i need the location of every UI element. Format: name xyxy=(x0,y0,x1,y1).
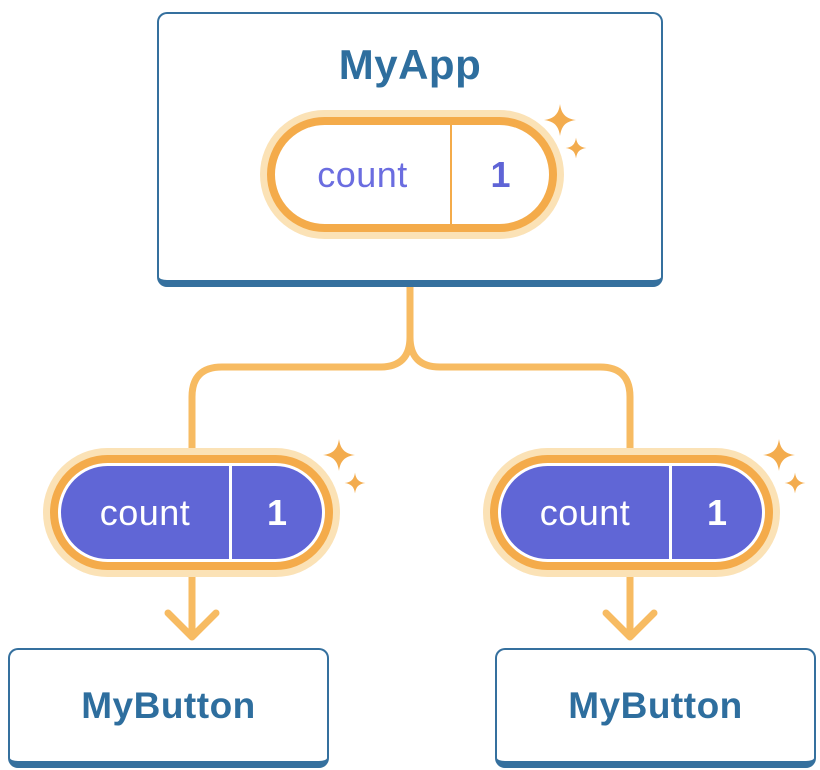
state-pill-left-value: 1 xyxy=(266,491,288,533)
component-card-mybutton-left: MyButton xyxy=(8,648,329,768)
component-title-mybutton-right: MyButton xyxy=(568,684,743,726)
arrowhead-right-icon xyxy=(602,609,658,641)
state-pill-right-value: 1 xyxy=(706,491,728,533)
component-title-myapp: MyApp xyxy=(338,41,482,88)
state-pill-right-child-core: count 1 xyxy=(501,466,762,559)
state-pill-right-divider xyxy=(669,466,672,559)
state-pill-left-label: count xyxy=(99,491,191,533)
state-pill-root: count 1 xyxy=(267,117,557,232)
sparkle-icon xyxy=(323,439,366,494)
state-pill-left-divider xyxy=(229,466,232,559)
state-pill-left-child: count 1 xyxy=(50,455,333,570)
arrowhead-left-icon xyxy=(164,609,220,641)
state-pill-right-child: count 1 xyxy=(490,455,773,570)
connector-right-branch xyxy=(406,277,634,638)
sparkle-icon xyxy=(763,439,806,494)
state-pill-root-value: 1 xyxy=(490,153,511,195)
component-title-mybutton-left: MyButton xyxy=(81,684,256,726)
state-pill-right-label: count xyxy=(539,491,631,533)
state-pill-root-label: count xyxy=(317,153,408,195)
component-card-mybutton-right: MyButton xyxy=(495,648,816,768)
sparkle-icon xyxy=(544,104,587,159)
state-pill-left-child-core: count 1 xyxy=(61,466,322,559)
state-pill-root-divider xyxy=(450,125,452,224)
